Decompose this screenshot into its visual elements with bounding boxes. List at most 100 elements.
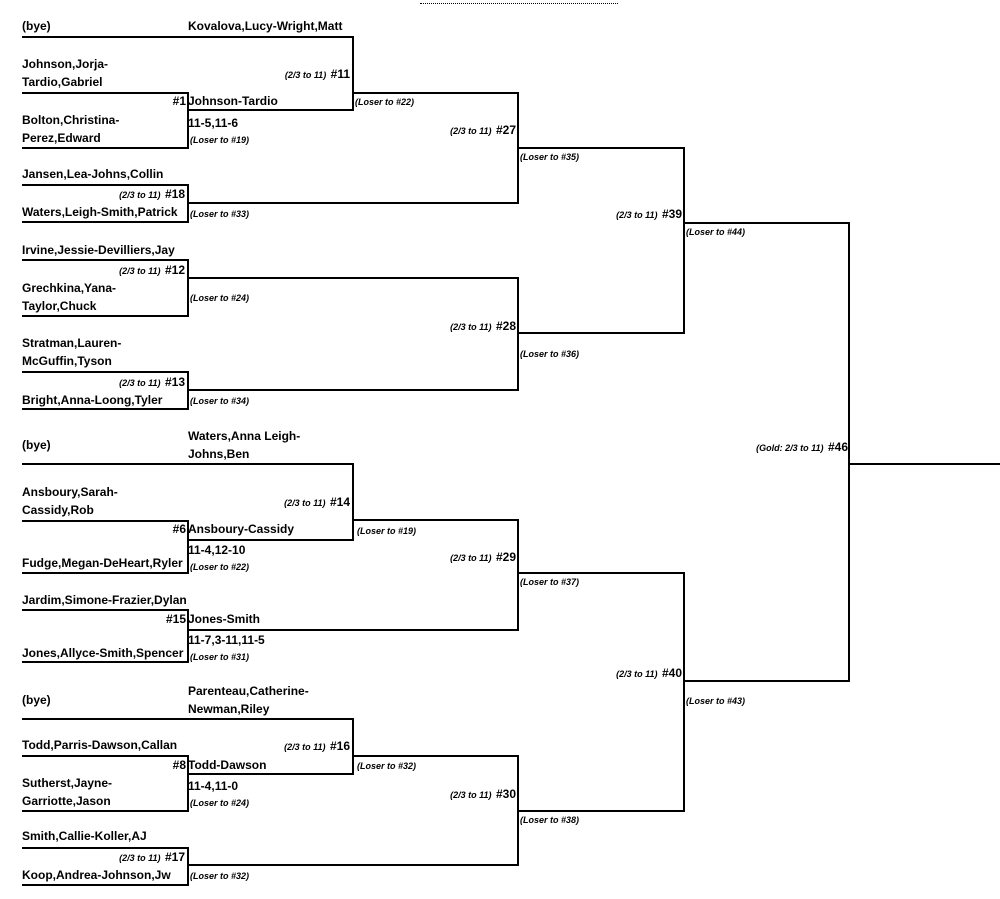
team-name: Jones,Allyce-Smith,Spencer (22, 646, 184, 660)
match-number: #29 (495, 550, 516, 564)
connector-m8 (22, 755, 189, 812)
team-name: Perez,Edward (22, 131, 101, 145)
match-label-m40: (2/3 to 11) #40 (562, 665, 682, 682)
team-name: Parenteau,Catherine- (188, 684, 309, 698)
connector-m1 (22, 92, 189, 149)
team-name: Bright,Anna-Loong,Tyler (22, 393, 163, 407)
match-label-m27: (2/3 to 11) #27 (396, 122, 516, 139)
match-number: #28 (495, 319, 516, 333)
match-label-m14: (2/3 to 11) #14 (230, 494, 350, 511)
connector-m15 (22, 609, 189, 663)
top-dotted-rule (420, 3, 618, 4)
match-number: #13 (164, 375, 185, 389)
match-score: 11-4,11-0 (188, 779, 239, 793)
connector-m11 (22, 36, 354, 111)
match-label-m46: (Gold: 2/3 to 11) #46 (700, 439, 848, 456)
match-format: (2/3 to 11) (284, 498, 326, 508)
match-winner: Ansboury-Cassidy (188, 522, 295, 536)
loser-note: (Loser to #34) (190, 396, 250, 406)
team-name: Stratman,Lauren- (22, 336, 122, 350)
match-format: (2/3 to 11) (284, 70, 327, 80)
match-label-m30: (2/3 to 11) #30 (396, 786, 516, 803)
match-label-m39: (2/3 to 11) #39 (562, 206, 682, 223)
match-number: #12 (164, 263, 185, 277)
loser-note: (Loser to #37) (520, 577, 580, 587)
match-number: #11 (330, 67, 350, 81)
loser-note: (Loser to #19) (190, 135, 250, 145)
team-name: (bye) (22, 438, 51, 452)
connector-m13 (22, 371, 189, 410)
match-format: (2/3 to 11) (119, 190, 161, 200)
match-format: (2/3 to 11) (119, 853, 161, 863)
match-number: #46 (827, 440, 848, 454)
connector-m6 (22, 520, 189, 574)
connector-m39 (518, 147, 685, 334)
connector-m17 (22, 847, 189, 886)
team-name: Smith,Callie-Koller,AJ (22, 829, 147, 843)
match-number: #16 (329, 739, 350, 753)
team-name: Jansen,Lea-Johns,Collin (22, 167, 164, 181)
match-label-m28: (2/3 to 11) #28 (396, 318, 516, 335)
team-name: Bolton,Christina- (22, 113, 120, 127)
match-label-m11: (2/3 to 11) #11 (230, 66, 350, 83)
team-name: Waters,Anna Leigh- (188, 429, 301, 443)
match-format: (Gold: 2/3 to 11) (756, 443, 824, 453)
loser-note: (Loser to #36) (520, 349, 580, 359)
match-format: (2/3 to 11) (284, 742, 326, 752)
match-number: #14 (329, 495, 350, 509)
loser-note: (Loser to #24) (190, 798, 250, 808)
match-number: #8 (172, 758, 186, 772)
team-name: Tardio,Gabriel (22, 75, 103, 89)
match-winner: Todd-Dawson (188, 758, 267, 772)
connector-m12 (22, 259, 189, 317)
match-number: #1 (172, 94, 186, 108)
match-number: #15 (165, 612, 186, 626)
match-format: (2/3 to 11) (616, 669, 658, 679)
match-label-m18: (2/3 to 11) #18 (65, 186, 185, 203)
match-number: #40 (661, 666, 682, 680)
team-name: Grechkina,Yana- (22, 281, 117, 295)
team-name: Johnson,Jorja- (22, 57, 109, 71)
connector-m16 (22, 718, 354, 775)
match-format: (2/3 to 11) (450, 126, 492, 136)
loser-note: (Loser to #38) (520, 815, 580, 825)
team-name: Fudge,Megan-DeHeart,Ryler (22, 556, 183, 570)
match-number: #30 (495, 787, 516, 801)
team-name: Cassidy,Rob (22, 503, 94, 517)
team-name: Irvine,Jessie-Devilliers,Jay (22, 243, 175, 257)
match-number: #6 (172, 522, 186, 536)
match-number: #27 (495, 123, 516, 137)
match-format: (2/3 to 11) (119, 266, 161, 276)
match-score: 11-5,11-6 (188, 116, 239, 130)
team-name: Koop,Andrea-Johnson,Jw (22, 868, 171, 882)
team-name: Kovalova,Lucy-Wright,Matt (188, 19, 343, 33)
match-label-m29: (2/3 to 11) #29 (396, 549, 516, 566)
match-number: #18 (164, 187, 185, 201)
match-score: 11-7,3-11,11-5 (188, 633, 265, 647)
loser-note: (Loser to #43) (686, 696, 746, 706)
match-winner: Jones-Smith (188, 612, 261, 626)
connector-m14 (22, 463, 354, 541)
match-format: (2/3 to 11) (450, 553, 492, 563)
match-format: (2/3 to 11) (450, 322, 492, 332)
team-name: Taylor,Chuck (22, 299, 97, 313)
connector-m46 (684, 222, 850, 682)
team-name: Sutherst,Jayne- (22, 776, 113, 790)
loser-note: (Loser to #24) (190, 293, 250, 303)
loser-note: (Loser to #22) (355, 97, 415, 107)
loser-note: (Loser to #19) (357, 526, 417, 536)
team-name: Ansboury,Sarah- (22, 485, 118, 499)
match-label-m17: (2/3 to 11) #17 (65, 849, 185, 866)
match-format: (2/3 to 11) (616, 210, 658, 220)
connector-m30 (188, 755, 519, 866)
team-name: Waters,Leigh-Smith,Patrick (22, 205, 178, 219)
loser-note: (Loser to #44) (686, 227, 746, 237)
team-name: Johns,Ben (188, 447, 250, 461)
match-format: (2/3 to 11) (450, 790, 492, 800)
loser-note: (Loser to #31) (190, 652, 250, 662)
loser-note: (Loser to #33) (190, 209, 250, 219)
team-name: Garriotte,Jason (22, 794, 111, 808)
team-name: (bye) (22, 19, 51, 33)
match-label-m12: (2/3 to 11) #12 (65, 262, 185, 279)
connector-m18 (22, 184, 189, 223)
